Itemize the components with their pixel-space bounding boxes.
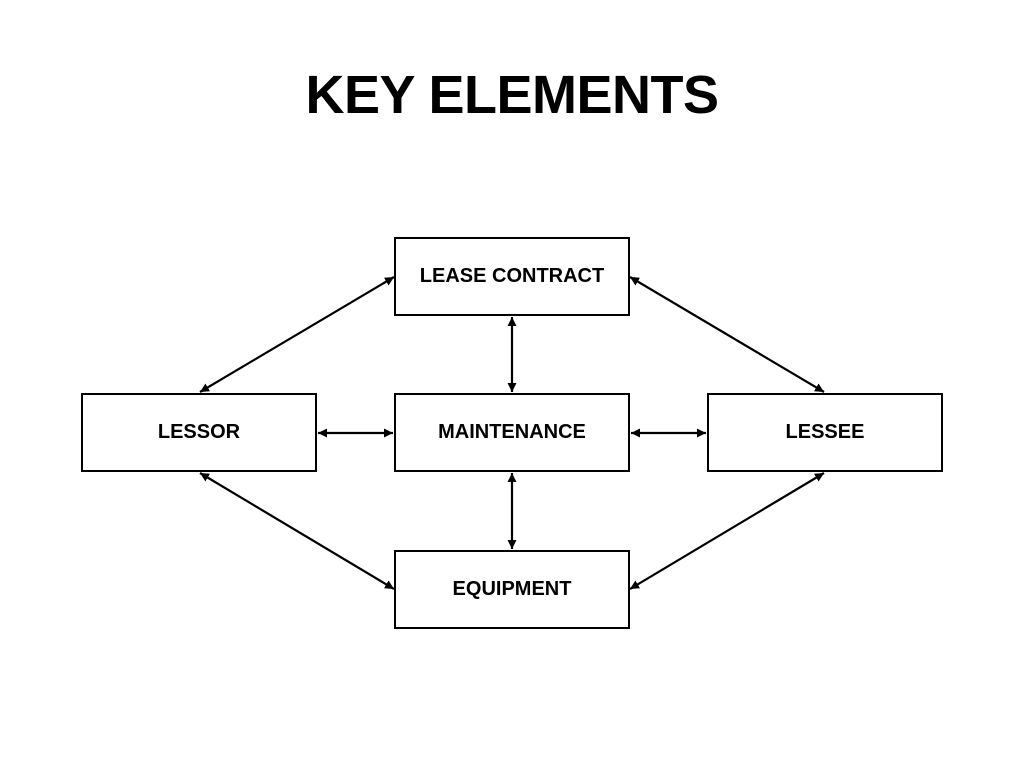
node-lease-contract: LEASE CONTRACT <box>394 237 630 316</box>
node-label-lessor: LESSOR <box>157 421 241 443</box>
node-lessor: LESSOR <box>81 393 317 472</box>
arrow-lessor-lease-contract <box>199 276 395 393</box>
node-label-equipment: EQUIPMENT <box>452 578 572 600</box>
arrow-equipment-lessee <box>629 472 825 590</box>
node-label-lessee: LESSEE <box>785 421 865 443</box>
arrow-lessor-equipment <box>199 472 395 590</box>
page-title: KEY ELEMENTS <box>305 65 719 125</box>
node-lessee: LESSEE <box>707 393 943 472</box>
node-maintenance: MAINTENANCE <box>394 393 630 472</box>
arrow-lease-contract-lessee <box>629 276 825 393</box>
node-label-lease-contract: LEASE CONTRACT <box>419 265 605 287</box>
node-equipment: EQUIPMENT <box>394 550 630 629</box>
node-label-maintenance: MAINTENANCE <box>438 421 586 443</box>
